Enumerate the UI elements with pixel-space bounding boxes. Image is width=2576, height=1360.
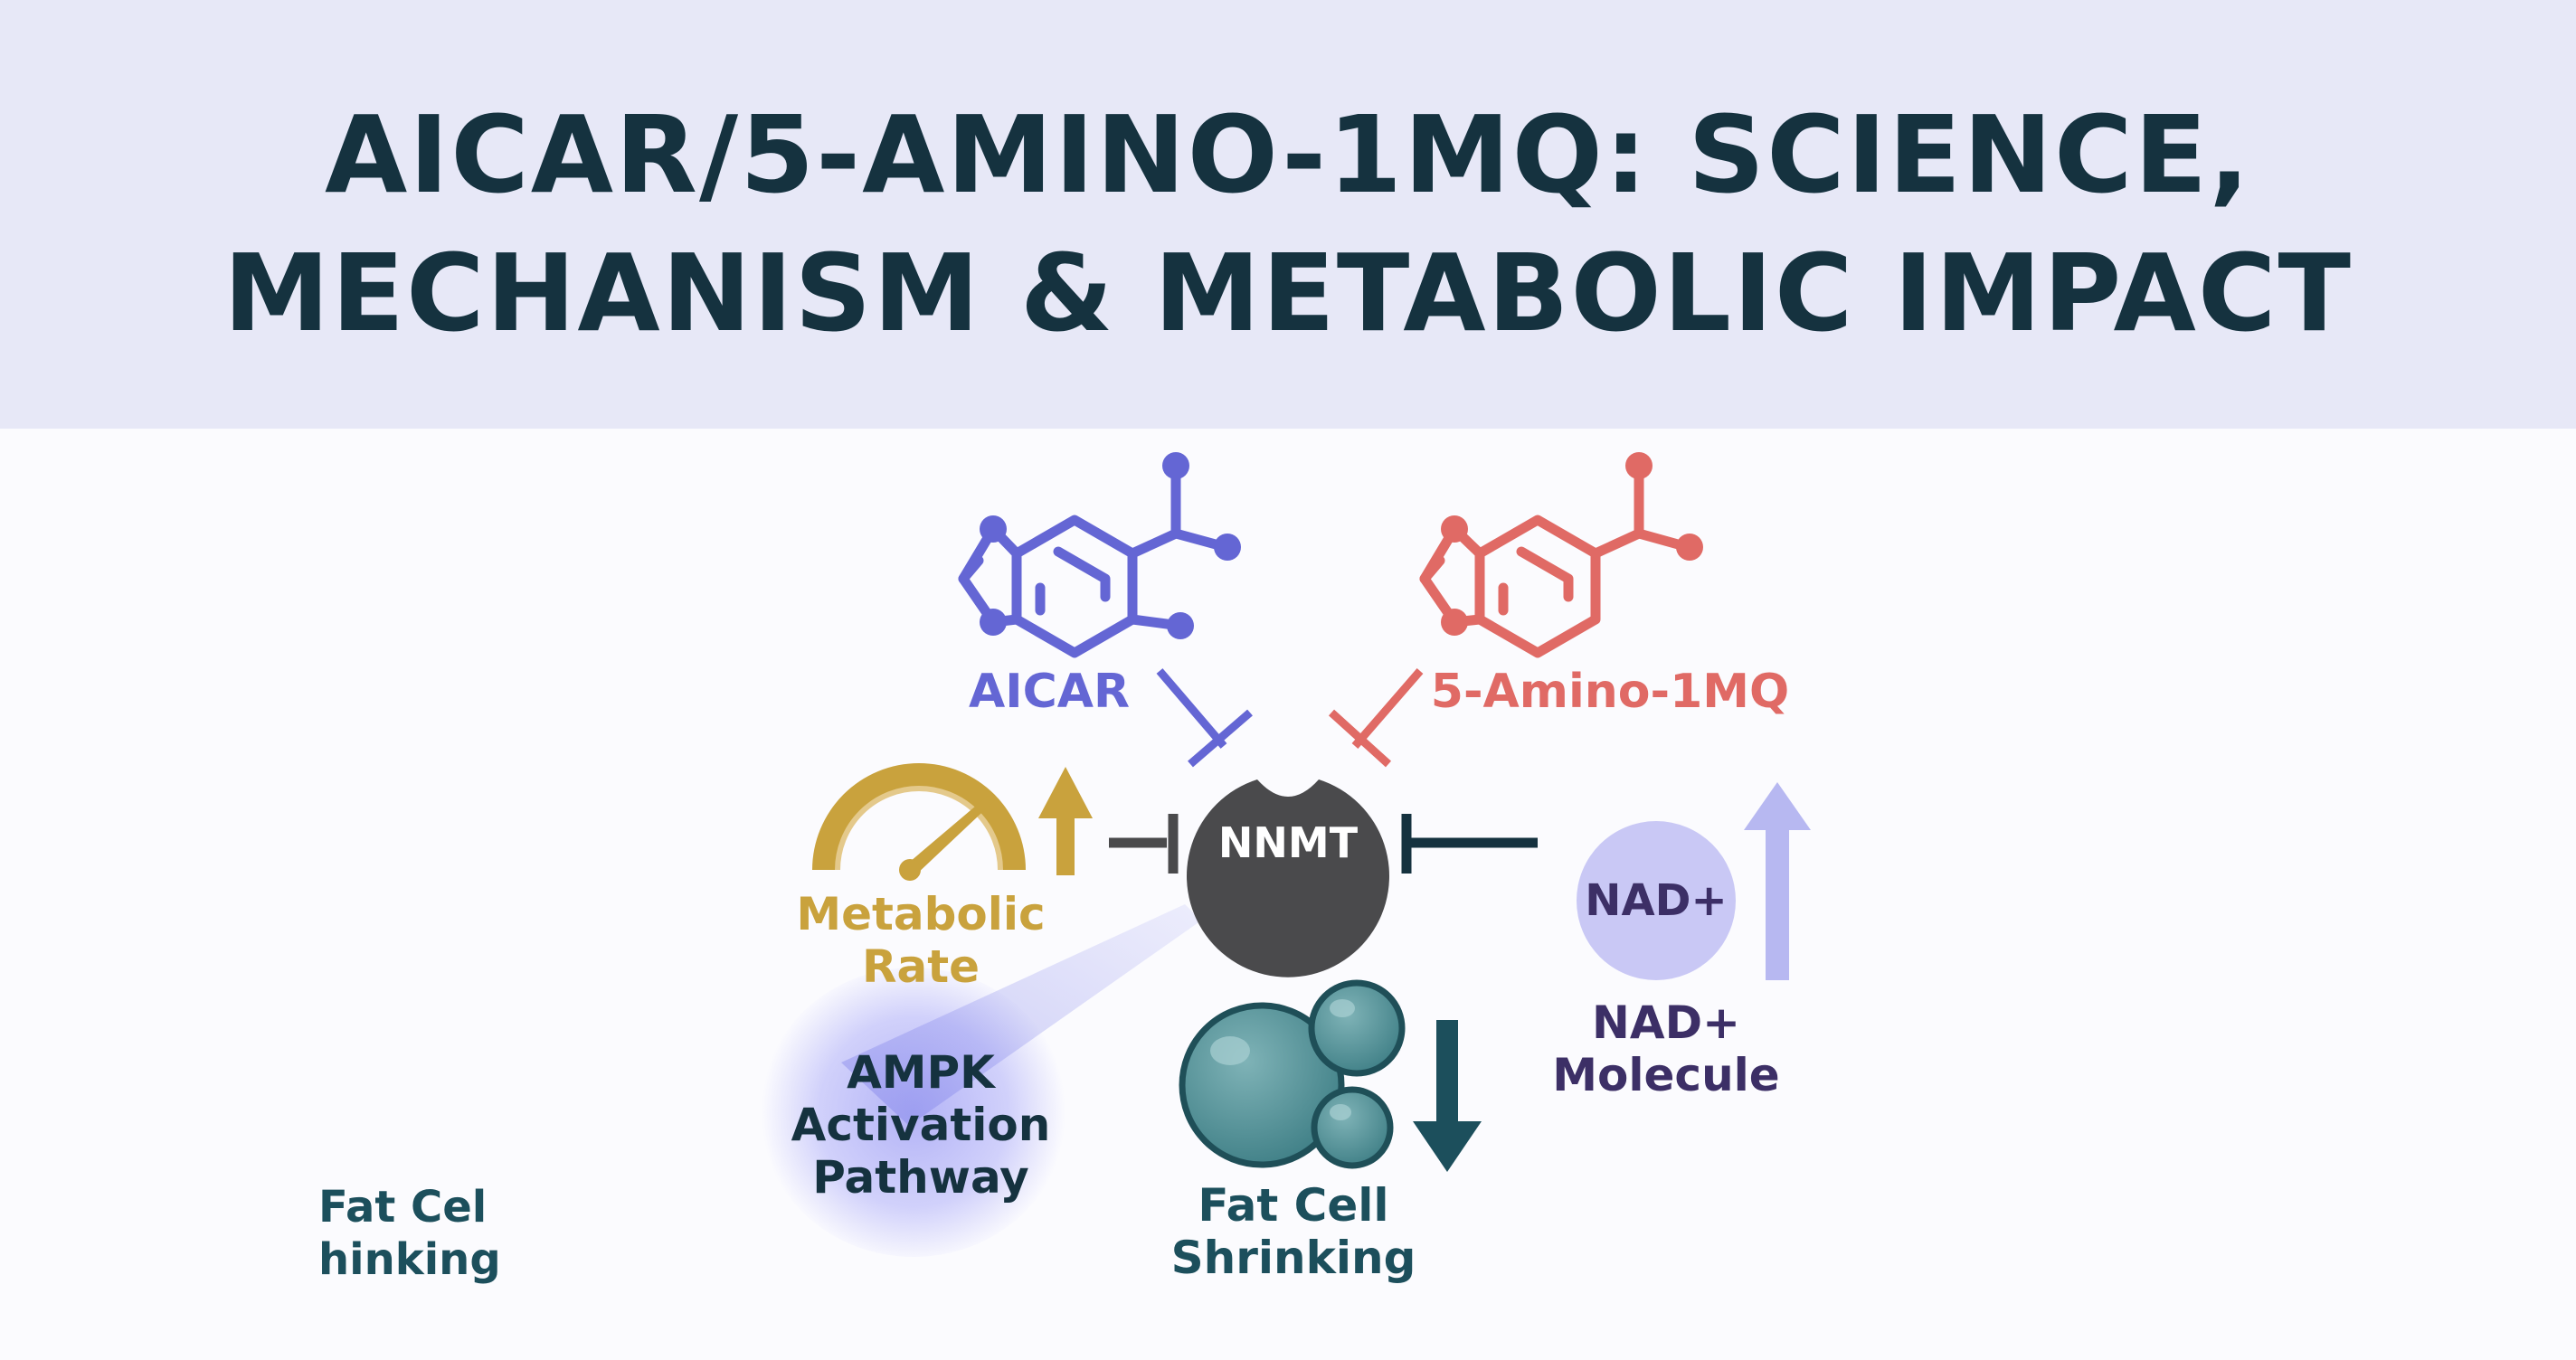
ampk-caption-line-2: Activation <box>791 1099 1051 1151</box>
fat-cell-caption: Fat Cell Shrinking <box>1171 1179 1416 1284</box>
fat-cell-highlights <box>1210 999 1355 1120</box>
ampk-beam <box>841 904 1201 1126</box>
aicar-inhibit-arrow <box>1156 668 1253 768</box>
nnmt-label: NNMT <box>1217 818 1359 867</box>
nad-inhibit-line <box>1401 814 1538 874</box>
fat-caption-line-1: Fat Cell <box>1198 1179 1389 1232</box>
metabolic-up-arrow-icon <box>1038 767 1093 875</box>
aicar-atoms <box>980 452 1241 639</box>
metabolic-caption-line-2: Rate <box>861 940 980 993</box>
ghost-caption-line-2: hinking <box>318 1234 501 1285</box>
metabolic-rate-caption: Metabolic Rate <box>796 888 1045 993</box>
ampk-caption-line-3: Pathway <box>812 1151 1029 1204</box>
nad-caption-line-2: Molecule <box>1552 1049 1780 1101</box>
amino-atoms <box>1441 452 1703 636</box>
metabolic-caption-line-1: Metabolic <box>796 888 1046 940</box>
nad-circle-label: NAD+ <box>1585 875 1728 926</box>
title-line-1: AICAR/5-AMINO-1MQ: SCIENCE, <box>324 92 2252 217</box>
nad-caption: NAD+ Molecule <box>1552 996 1779 1101</box>
gauge-icon <box>812 763 1026 881</box>
title-banner: AICAR/5-AMINO-1MQ: SCIENCE, MECHANISM & … <box>0 0 2576 429</box>
ampk-caption: AMPK Activation Pathway <box>791 1046 1051 1204</box>
fat-caption-line-2: Shrinking <box>1170 1232 1416 1284</box>
metabolic-inhibit-line <box>1109 814 1179 874</box>
amino-label: 5-Amino-1MQ <box>1430 665 1790 719</box>
amino-inhibit-arrow <box>1328 668 1424 768</box>
nad-caption-line-1: NAD+ <box>1592 996 1740 1049</box>
ampk-caption-line-1: AMPK <box>847 1046 995 1099</box>
fat-cell-icon <box>1179 979 1406 1169</box>
nad-up-arrow-icon <box>1744 782 1811 980</box>
aicar-label: AICAR <box>968 665 1131 719</box>
ghost-caption-line-1: Fat Cel <box>318 1182 488 1232</box>
fat-down-arrow-icon <box>1413 1020 1482 1172</box>
nad-molecule-icon <box>1577 821 1736 980</box>
title-line-2: MECHANISM & METABOLIC IMPACT <box>223 231 2353 355</box>
nnmt-enzyme <box>1187 779 1390 978</box>
ghost-caption: Fat Cel hinking <box>318 1181 501 1286</box>
